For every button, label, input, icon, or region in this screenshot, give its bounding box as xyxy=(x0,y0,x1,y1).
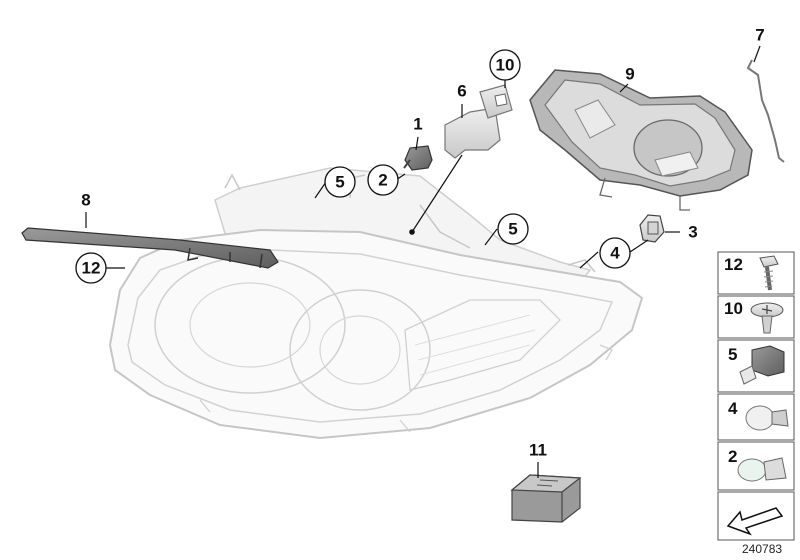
part-3-socket xyxy=(639,214,665,243)
callout-8: 8 xyxy=(81,191,90,210)
part-6-bracket xyxy=(444,84,513,159)
callout-label: 12 xyxy=(82,259,101,278)
callout-label: 11 xyxy=(529,441,547,460)
callout-label: 5 xyxy=(335,173,344,192)
headlight-housing xyxy=(108,167,644,440)
callout-2: 2 xyxy=(367,164,399,196)
callout-label: 8 xyxy=(81,191,90,210)
part-9-cover xyxy=(529,69,753,211)
legend-item-2: 2 xyxy=(717,441,795,491)
legend-label: 10 xyxy=(724,299,743,318)
legend-item-arrow xyxy=(717,491,795,541)
callout-6: 6 xyxy=(457,82,466,101)
callout-label: 9 xyxy=(625,65,634,84)
callout-4: 4 xyxy=(599,237,631,269)
part-8-trim-strip xyxy=(21,227,279,269)
callout-1: 1 xyxy=(413,115,422,134)
legend-label: 5 xyxy=(728,345,737,364)
callout-5b: 5 xyxy=(497,213,529,245)
callout-3: 3 xyxy=(688,223,697,242)
reference-number: 240783 xyxy=(742,542,782,556)
callout-label: 1 xyxy=(413,115,422,134)
callout-12: 12 xyxy=(75,252,107,284)
callout-10: 10 xyxy=(489,49,521,81)
legend-item-4: 4 xyxy=(717,393,795,441)
part-7-wire-clip xyxy=(746,59,785,163)
callout-label: 7 xyxy=(755,26,764,45)
callout-label: 5 xyxy=(508,220,517,239)
callout-9: 9 xyxy=(625,65,634,84)
legend-label: 4 xyxy=(728,399,738,418)
legend-label: 2 xyxy=(728,447,737,466)
callout-label: 10 xyxy=(496,56,515,75)
callout-label: 6 xyxy=(457,82,466,101)
legend-item-10: 10 xyxy=(717,295,795,339)
bulb-socket-icon xyxy=(739,345,785,385)
part-1-socket xyxy=(403,145,433,171)
callout-11: 11 xyxy=(529,441,547,460)
callout-label: 4 xyxy=(610,244,620,263)
leader-lines xyxy=(85,45,761,478)
indicator-bulb-icon xyxy=(745,405,789,431)
callout-5a: 5 xyxy=(324,166,356,198)
callout-label: 3 xyxy=(688,223,697,242)
expanding-rivet-icon xyxy=(750,302,784,334)
legend-item-12: 12 xyxy=(717,251,795,295)
callout-7: 7 xyxy=(755,26,764,45)
legend-item-5: 5 xyxy=(717,339,795,393)
part-11-box xyxy=(510,474,582,523)
legend-label: 12 xyxy=(724,255,743,274)
legend-column: 12 10 5 xyxy=(717,251,795,541)
callouts: 1 2 3 4 5 5 6 7 8 9 xyxy=(75,26,765,460)
wedge-bulb-icon xyxy=(737,457,787,482)
mounting-direction-arrow-icon xyxy=(726,507,784,536)
screw-icon xyxy=(759,255,779,291)
callout-label: 2 xyxy=(378,171,387,190)
